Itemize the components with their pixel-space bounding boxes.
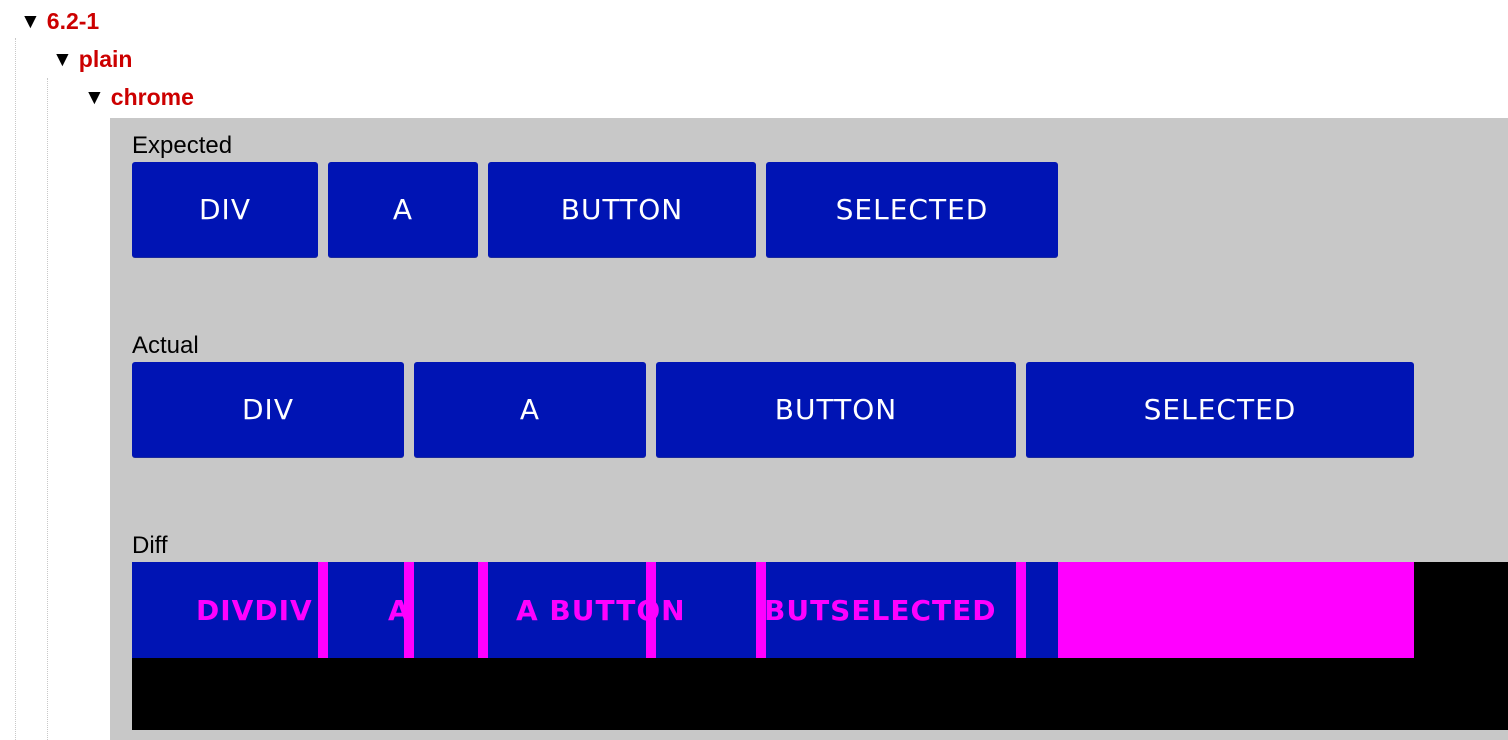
- expected-div-button: DIV: [132, 162, 318, 258]
- diff-stripe: [478, 562, 488, 658]
- tree-node-label[interactable]: plain: [78, 46, 133, 72]
- diff-stripe: [756, 562, 766, 658]
- diff-text-fragment: DIVDIV: [196, 593, 313, 627]
- actual-label: Actual: [132, 332, 199, 359]
- diff-stripe: [1016, 562, 1026, 658]
- expected-a-button: A: [328, 162, 478, 258]
- diff-text-fragment: A BUTTON: [516, 593, 686, 627]
- tree-node-label[interactable]: 6.2-1: [46, 8, 100, 34]
- tree-node-label[interactable]: chrome: [110, 84, 194, 110]
- expected-label: Expected: [132, 132, 233, 159]
- actual-div-button: DIV: [132, 362, 404, 458]
- tree-guide-level2: [47, 78, 48, 740]
- diff-text-fragment: BUTSELECTED: [764, 593, 997, 627]
- tree-guide-level1: [15, 38, 16, 740]
- triangle-down-icon[interactable]: ▼: [84, 85, 105, 109]
- diff-text-fragment: A: [388, 593, 411, 627]
- actual-selected-button: SELECTED: [1026, 362, 1414, 458]
- diff-stripe: [318, 562, 328, 658]
- tree-node-plain[interactable]: ▼ plain: [52, 46, 132, 73]
- triangle-down-icon[interactable]: ▼: [20, 9, 41, 33]
- expected-selected-button: SELECTED: [766, 162, 1058, 258]
- tree-node-6-2-1[interactable]: ▼ 6.2-1: [20, 8, 99, 35]
- diff-image: DIVDIV A A BUTTON BUTSELECTED: [132, 562, 1508, 730]
- comparison-panel: Expected DIV A BUTTON SELECTED Actual DI…: [110, 118, 1508, 740]
- actual-button-button: BUTTON: [656, 362, 1016, 458]
- diff-extra-region: [1058, 562, 1414, 658]
- triangle-down-icon[interactable]: ▼: [52, 47, 73, 71]
- diff-stripe: [646, 562, 656, 658]
- diff-label: Diff: [132, 532, 168, 559]
- expected-button-button: BUTTON: [488, 162, 756, 258]
- actual-a-button: A: [414, 362, 646, 458]
- diff-stripe: [404, 562, 414, 658]
- tree-node-chrome[interactable]: ▼ chrome: [84, 84, 194, 111]
- diff-overlap-region: [132, 562, 1058, 658]
